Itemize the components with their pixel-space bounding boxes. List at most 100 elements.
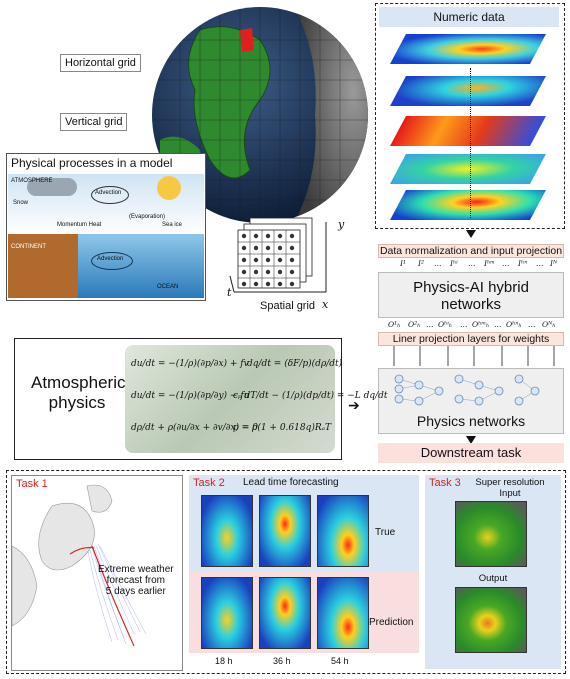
input-symbol: … xyxy=(468,259,476,268)
equation-u-x: du/dt = −(1/ρ)(∂p/∂x) + fv xyxy=(131,359,249,369)
cloud-icon xyxy=(27,178,77,196)
equation-thermo: cₚ dT/dt − (1/ρ)(dp/dt) = −L dq/dt xyxy=(233,391,388,401)
input-symbol: … xyxy=(502,259,510,268)
input-symbol: Iʰⁱ xyxy=(450,259,458,268)
output-symbol: … xyxy=(426,320,434,329)
physics-networks-box: Physics networks xyxy=(378,368,564,434)
horizontal-grid-label: Horizontal grid xyxy=(60,54,141,72)
snow-label: Snow xyxy=(13,200,29,206)
neural-network-diagram xyxy=(394,374,540,406)
true-map-18h xyxy=(201,495,253,567)
task3-output-map xyxy=(455,587,527,653)
task3-subtitle: Super resolution Input xyxy=(465,477,555,499)
vertical-grid-label: Vertical grid xyxy=(60,113,128,131)
physical-processes-title: Physical processes in a model xyxy=(11,156,173,170)
atmospheric-title-line2: physics xyxy=(48,393,106,412)
numeric-data-panel: Numeric data xyxy=(375,3,565,229)
task1-title: Task 1 xyxy=(16,478,48,490)
input-symbol: Iʰⁿ xyxy=(518,259,528,268)
input-symbol: … xyxy=(434,259,442,268)
atmosphere-label: ATMOSPHERE xyxy=(11,178,53,184)
physics-networks-title: Physics networks xyxy=(416,413,526,429)
true-map-54h xyxy=(317,495,369,567)
prediction-map-54h xyxy=(317,577,369,649)
task1-caption-line2: forecast from xyxy=(106,575,165,586)
time-label-18h: 18 h xyxy=(215,656,233,666)
advection-cycle-bottom-icon xyxy=(91,252,133,270)
numeric-data-layer-4 xyxy=(390,154,546,184)
normalization-bar: Data normalization and input projection xyxy=(378,244,564,258)
task3-title: Task 3 xyxy=(429,477,461,489)
tasks-panel: Task 1 Extreme weather forecast from 5 d… xyxy=(6,470,566,674)
sea-ice-label: Sea ice xyxy=(162,222,183,228)
equations-card: du/dt = −(1/ρ)(∂p/∂x) + fv du/dt = −(1/ρ… xyxy=(125,345,388,453)
task1-caption-line3: 5 days earlier xyxy=(105,586,166,597)
prediction-map-36h xyxy=(259,577,311,649)
output-symbol: Oʰⁱₕ xyxy=(438,320,453,329)
weight-arrows xyxy=(393,346,555,366)
task2-subtitle: Lead time forecasting xyxy=(243,477,339,488)
numeric-data-layer-5 xyxy=(390,190,546,220)
input-symbols-row: I¹ I² … Iʰⁱ … Iʰᵐ … Iʰⁿ … Iᴺ xyxy=(378,259,564,273)
continent-label: CONTINENT xyxy=(11,244,46,250)
axis-t-label: t xyxy=(227,286,232,299)
task1-caption-line1: Extreme weather xyxy=(98,564,174,575)
liner-projection-bar: Liner projection layers for weights xyxy=(378,332,564,346)
output-symbol: O¹ₕ xyxy=(388,320,401,329)
output-symbol: Oᴺₕ xyxy=(542,320,556,329)
atmospheric-physics-title: Atmospheric physics xyxy=(31,373,126,413)
output-symbol: Oʰⁿₕ xyxy=(506,320,522,329)
spatial-grid-cube xyxy=(229,217,327,293)
hybrid-networks-line1: Physics-AI hybrid xyxy=(413,279,529,296)
equation-u-y: du/dt = −(1/ρ)(∂p/∂y) − fu xyxy=(131,391,250,401)
equation-continuity: dρ/dt + ρ(∂u/∂x + ∂v/∂x) = 0 xyxy=(131,423,259,433)
output-symbols-row: O¹ₕ O²ₕ … Oʰⁱₕ … Oʰᵐₕ … Oʰⁿₕ … Oᴺₕ xyxy=(378,318,564,332)
time-label-36h: 36 h xyxy=(273,656,291,666)
momentum-heat-label: Momentum Heat xyxy=(57,222,102,228)
axis-y-label: y xyxy=(338,218,345,231)
input-symbol: … xyxy=(536,259,544,268)
atmospheric-title-line1: Atmospheric xyxy=(31,373,126,392)
arrow-right-icon: ➔ xyxy=(348,397,360,413)
task2-prediction-label: Prediction xyxy=(369,617,414,628)
input-symbol: Iʰᵐ xyxy=(484,259,495,268)
time-label-54h: 54 h xyxy=(331,656,349,666)
output-symbol: O²ₕ xyxy=(408,320,421,329)
prediction-map-18h xyxy=(201,577,253,649)
task2-title: Task 2 xyxy=(193,477,225,489)
advection-bottom-label: Advection xyxy=(97,256,124,262)
axis-x-label: x xyxy=(322,298,329,311)
output-symbol: Oʰᵐₕ xyxy=(472,320,490,329)
atmospheric-physics-panel: Atmospheric physics du/dt = −(1/ρ)(∂p/∂x… xyxy=(14,338,388,460)
input-symbol: Iᴺ xyxy=(550,259,558,268)
advection-top-label: Advection xyxy=(95,190,122,196)
output-symbol: … xyxy=(494,320,502,329)
continent-area xyxy=(8,234,78,298)
output-symbol: … xyxy=(528,320,536,329)
task3-subtitle-line1: Super resolution xyxy=(475,477,545,488)
task2-true-label: True xyxy=(375,527,396,538)
layer-stack-dotted-line xyxy=(470,68,471,218)
task3-subtitle-line2: Input xyxy=(499,488,521,499)
input-symbol: I² xyxy=(418,259,424,268)
hybrid-networks-box: Physics-AI hybrid networks xyxy=(378,272,564,318)
physical-processes-panel: Physical processes in a model ATMOSPHERE… xyxy=(6,153,206,301)
numeric-data-layer-2 xyxy=(390,76,546,106)
arrow-down-icon xyxy=(466,230,476,238)
evaporation-label: (Evaporation) xyxy=(129,214,166,220)
task3-output-label: Output xyxy=(478,573,508,584)
task1-caption: Extreme weather forecast from 5 days ear… xyxy=(98,564,174,597)
task3-panel: Task 3 Super resolution Input Output xyxy=(425,475,561,669)
equation-moisture: dq/dt = (δF/p)(dρ/dt) xyxy=(247,359,343,369)
numeric-data-layer-1 xyxy=(390,34,546,64)
hybrid-networks-line2: networks xyxy=(440,296,502,313)
spatial-grid-label: Spatial grid xyxy=(260,300,316,312)
input-symbol: I¹ xyxy=(400,259,406,268)
japan-track-map xyxy=(12,484,147,647)
output-symbol: … xyxy=(460,320,468,329)
true-map-36h xyxy=(259,495,311,567)
task1-panel: Task 1 Extreme weather forecast from 5 d… xyxy=(11,475,183,671)
numeric-data-layer-3 xyxy=(390,116,546,146)
task3-input-map xyxy=(455,501,527,567)
task2-panel: Task 2 Lead time forecasting True Predic… xyxy=(189,475,419,669)
